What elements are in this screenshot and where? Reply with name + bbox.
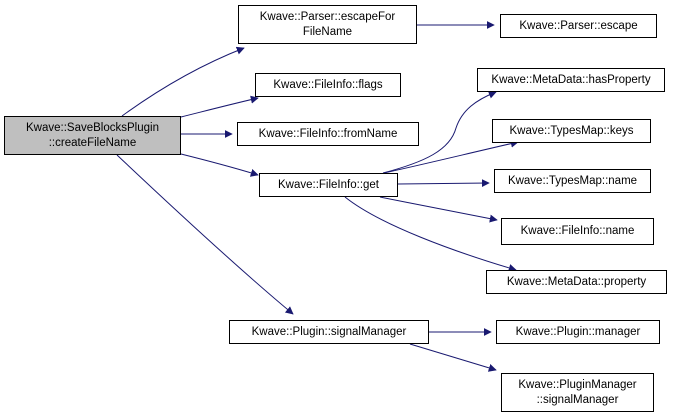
node-parser-escape[interactable]: Kwave::Parser::escape	[500, 14, 657, 38]
edge-fileinfo_get-to-metadata_has_property	[382, 90, 497, 174]
edge-root-to-fileinfo_get	[180, 153, 259, 177]
edge-root-to-plugin_signal_manager	[116, 154, 294, 315]
edge-fileinfo_get-to-typesmap_name	[397, 179, 490, 188]
node-typesmap-name[interactable]: Kwave::TypesMap::name	[494, 169, 651, 193]
node-fileinfo-flags[interactable]: Kwave::FileInfo::flags	[255, 73, 401, 97]
node-label: Kwave::MetaData::hasProperty	[491, 73, 651, 86]
node-savblocksplugin-createfilename: Kwave::SaveBlocksPlugin ::createFileName	[4, 116, 181, 155]
node-label: Kwave::MetaData::property	[506, 275, 647, 288]
edge-root-to-fileinfo_flags	[180, 95, 259, 118]
edge-fileinfo_get-to-metadata_property	[344, 196, 517, 272]
node-label: Kwave::FileInfo::fromName	[258, 127, 398, 140]
node-label: Kwave::FileInfo::get	[278, 178, 379, 191]
edge-fileinfo_get-to-fileinfo_name	[379, 196, 498, 223]
node-typesmap-keys[interactable]: Kwave::TypesMap::keys	[492, 119, 651, 143]
node-label: Kwave::SaveBlocksPlugin ::createFileName	[26, 121, 159, 149]
node-parser-escapeforfilename[interactable]: Kwave::Parser::escapeFor FileName	[238, 5, 417, 44]
node-label: Kwave::Plugin::signalManager	[251, 325, 407, 338]
node-metadata-hasproperty[interactable]: Kwave::MetaData::hasProperty	[477, 68, 665, 92]
edge-fileinfo_get-to-typesmap_keys	[383, 139, 519, 174]
node-label: Kwave::FileInfo::flags	[273, 78, 383, 91]
edge-plugin_signal_manager-to-pluginmanager_signal_manager	[409, 343, 497, 372]
node-label: Kwave::Parser::escapeFor FileName	[259, 10, 396, 38]
node-plugin-signalmanager[interactable]: Kwave::Plugin::signalManager	[229, 320, 429, 344]
node-fileinfo-fromname[interactable]: Kwave::FileInfo::fromName	[237, 122, 419, 146]
node-label: Kwave::Plugin::manager	[515, 325, 641, 338]
node-pluginmanager-signalmanager[interactable]: Kwave::PluginManager ::signalManager	[501, 373, 654, 412]
node-plugin-manager[interactable]: Kwave::Plugin::manager	[496, 320, 660, 344]
node-label: Kwave::FileInfo::name	[520, 225, 635, 237]
node-metadata-property[interactable]: Kwave::MetaData::property	[486, 270, 667, 294]
node-label: Kwave::TypesMap::keys	[509, 124, 634, 137]
node-label: Kwave::TypesMap::name	[507, 174, 638, 187]
node-label: Kwave::Parser::escape	[519, 19, 638, 32]
node-fileinfo-get[interactable]: Kwave::FileInfo::get	[259, 173, 398, 197]
node-label: Kwave::PluginManager ::signalManager	[518, 378, 637, 406]
edge-root-to-escape_for_file_name	[121, 46, 245, 117]
node-fileinfo-name[interactable]: Kwave::FileInfo::name	[501, 218, 654, 245]
